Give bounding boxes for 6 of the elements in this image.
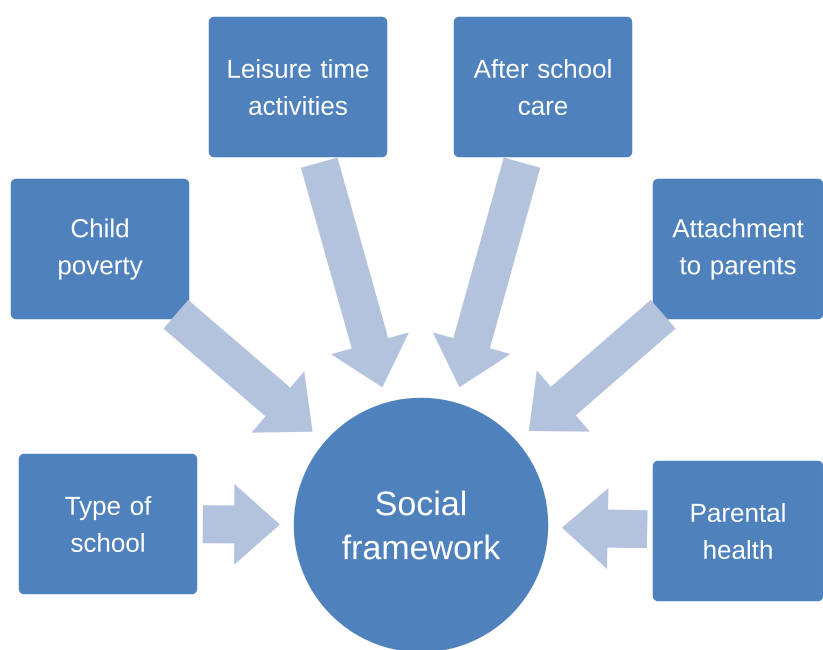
process-box: Parental health (651, 459, 823, 603)
process-box: Type of school (17, 452, 199, 596)
process-box: Attachment to parents (651, 177, 823, 321)
process-box: Child poverty (9, 177, 191, 321)
process-box: Leisure time activities (207, 15, 389, 159)
process-box: After school care (452, 15, 634, 159)
